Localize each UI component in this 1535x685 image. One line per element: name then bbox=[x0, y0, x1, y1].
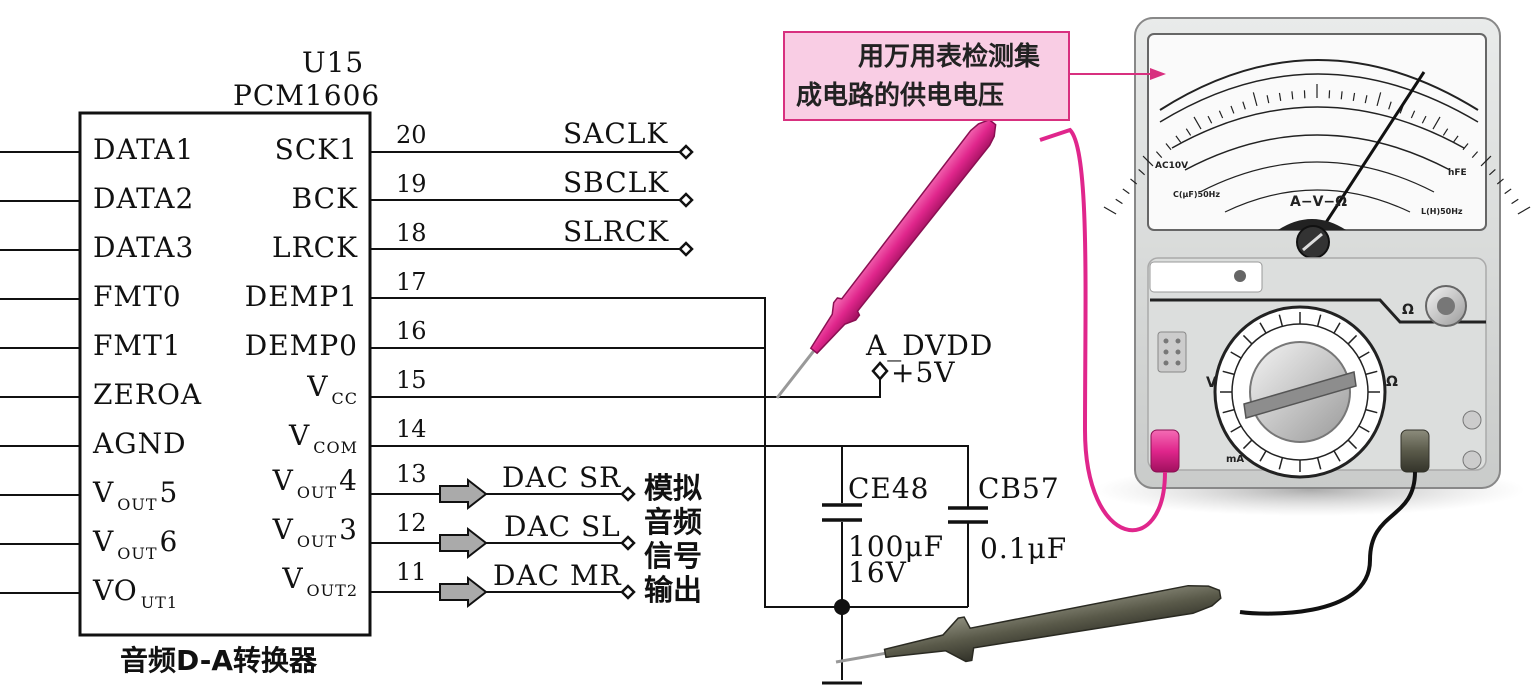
meter-pivot-base bbox=[1278, 219, 1346, 230]
pin-number: 11 bbox=[396, 558, 427, 586]
left-pin-label: ZEROA bbox=[93, 378, 202, 411]
analog-out-label-4: 输出 bbox=[644, 573, 702, 607]
pin-number: 14 bbox=[396, 415, 427, 443]
left-pin-label: FMT1 bbox=[93, 329, 182, 362]
analog-out-label-3: 信号 bbox=[644, 539, 702, 573]
meter-ac-label: AC10V bbox=[1155, 161, 1188, 171]
clock-nets bbox=[370, 151, 680, 250]
terminal-sbclk bbox=[678, 192, 694, 208]
left-pin-label: DATA3 bbox=[93, 231, 194, 264]
multimeter: A−V−Ω AC10V C(μF)50Hz L(H)50Hz hFE Ω V Ω… bbox=[1103, 17, 1531, 489]
cap-ce48-ref: CE48 bbox=[848, 472, 930, 505]
pin-number: 18 bbox=[396, 219, 427, 247]
analog-out-label-2: 音频 bbox=[644, 505, 702, 539]
meter-volt-label: V bbox=[1206, 375, 1217, 391]
cap-cb57-ref: CB57 bbox=[978, 472, 1060, 505]
callout-line-1: 用万用表检测集 bbox=[858, 41, 1041, 72]
capacitor-cb57 bbox=[948, 506, 988, 524]
pin-number: 16 bbox=[396, 317, 427, 345]
black-probe-lead bbox=[1239, 471, 1417, 616]
callout-box bbox=[783, 31, 1070, 121]
label-saclk: SACLK bbox=[563, 117, 668, 150]
ic-u15: U15 PCM1606 音频D-A转换器 bbox=[78, 46, 380, 677]
signal-terminals bbox=[678, 144, 694, 257]
pin-number: 13 bbox=[396, 460, 427, 488]
analog-out-label-1: 模拟 bbox=[644, 471, 702, 505]
pin-number: 17 bbox=[396, 268, 427, 296]
power-net-label: A_DVDD bbox=[865, 329, 993, 362]
output-terminals bbox=[620, 486, 636, 600]
pin-number: 20 bbox=[396, 121, 427, 149]
capacitor-ce48 bbox=[822, 503, 862, 522]
left-pin-label: DATA2 bbox=[93, 182, 194, 215]
right-pin-label: LRCK bbox=[272, 231, 358, 264]
red-probe-plug bbox=[1150, 429, 1180, 473]
meter-ohm-adjust-label: Ω bbox=[1402, 302, 1414, 318]
right-pin-label: DEMP0 bbox=[245, 329, 358, 362]
output-arrows bbox=[370, 477, 622, 609]
ic-body bbox=[78, 111, 372, 637]
meter-scale-ticks bbox=[1103, 84, 1531, 215]
pin-number: 15 bbox=[396, 366, 427, 394]
ground-junction-dot bbox=[834, 599, 850, 615]
label-dac-sr: DAC SR bbox=[502, 461, 621, 494]
meter-dial-label: A−V−Ω bbox=[1290, 194, 1347, 210]
meter-window bbox=[1149, 261, 1263, 293]
pin-number: 12 bbox=[396, 509, 427, 537]
meter-hfe-label: hFE bbox=[1448, 168, 1467, 178]
label-slrck: SLRCK bbox=[563, 215, 669, 248]
range-selector-knob bbox=[1243, 371, 1357, 419]
left-pin-label: DATA1 bbox=[93, 133, 194, 166]
cap-cb57-value: 0.1μF bbox=[980, 532, 1067, 565]
meter-scale-arcs bbox=[1159, 59, 1479, 213]
terminal-saclk bbox=[678, 144, 694, 160]
left-pin-label: FMT0 bbox=[93, 280, 182, 313]
black-probe-plug bbox=[1400, 429, 1430, 473]
callout-line-2: 成电路的供电电压 bbox=[796, 80, 1004, 111]
left-pin-label: AGND bbox=[92, 427, 187, 460]
red-probe-lead bbox=[1039, 127, 1167, 533]
label-dac-sl: DAC SL bbox=[504, 510, 621, 543]
right-pin-label: DEMP1 bbox=[245, 280, 358, 313]
right-pin-label: BCK bbox=[292, 182, 359, 215]
cap-ce48-rating: 16V bbox=[848, 556, 907, 589]
power-terminal bbox=[871, 361, 889, 381]
meter-cap-label: C(μF)50Hz bbox=[1173, 190, 1220, 199]
meter-ma-label: mA bbox=[1226, 454, 1244, 465]
hfe-socket bbox=[1157, 331, 1187, 373]
ic-part-number: PCM1606 bbox=[233, 79, 380, 112]
meter-ind-label: L(H)50Hz bbox=[1421, 207, 1463, 216]
black-probe bbox=[835, 584, 1222, 664]
ic-ref: U15 bbox=[302, 46, 364, 79]
power-voltage-label: +5V bbox=[891, 356, 956, 389]
terminal-slrck bbox=[678, 241, 694, 257]
cap-ce48-value: 100μF bbox=[848, 530, 944, 563]
meter-needle bbox=[1310, 71, 1426, 245]
red-probe bbox=[775, 118, 997, 399]
meter-ohm-range-label: Ω bbox=[1386, 374, 1398, 390]
pin-number: 19 bbox=[396, 170, 427, 198]
label-dac-mr: DAC MR bbox=[493, 559, 622, 592]
range-selector-ticks bbox=[1220, 312, 1380, 472]
right-pin-label: SCK1 bbox=[275, 133, 358, 166]
label-sbclk: SBCLK bbox=[563, 166, 669, 199]
ic-caption: 音频D-A转换器 bbox=[120, 644, 318, 677]
